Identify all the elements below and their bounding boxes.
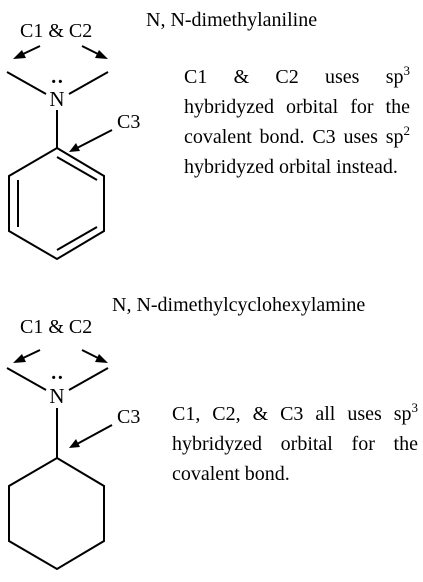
molecule-2-bond-c2-n bbox=[68, 367, 109, 391]
molecule-2-arrow-c2 bbox=[81, 349, 108, 363]
molecule-1-name: N, N-dimethylaniline bbox=[146, 9, 317, 31]
molecule-1-arrow-c3 bbox=[69, 129, 113, 152]
molecule-2: N, N-dimethylcyclohexylamine C1 & C2 ·· … bbox=[6, 294, 365, 571]
molecule-2-name: N, N-dimethylcyclohexylamine bbox=[112, 294, 365, 316]
molecule-1: N, N-dimethylaniline C1 & C2 ·· N C3 bbox=[6, 9, 317, 261]
molecule-1-description-sup-2: 2 bbox=[403, 123, 411, 138]
molecule-1-lone-pair: ·· bbox=[50, 71, 63, 93]
molecule-2-description-sup-1: 3 bbox=[411, 400, 419, 415]
molecule-2-carbon-pair-label: C1 & C2 bbox=[20, 316, 92, 338]
molecule-1-arrow-c1 bbox=[13, 45, 41, 59]
molecule-2-carbon3-label: C3 bbox=[117, 406, 140, 428]
molecule-2-bond-c1-n bbox=[6, 367, 47, 391]
molecule-2-arrow-c3 bbox=[69, 424, 113, 448]
molecule-1-bond-c2-n bbox=[68, 71, 109, 95]
molecule-2-nitrogen: N bbox=[49, 384, 64, 408]
molecule-2-lone-pair: ·· bbox=[50, 367, 63, 389]
molecule-2-description-part-1: C1, C2, & C3 all uses sp bbox=[172, 403, 412, 425]
molecule-2-cyclohexane-ring bbox=[8, 456, 105, 571]
molecule-2-description-part-2: hybridyzed orbital for the covalent bond… bbox=[172, 433, 418, 485]
molecule-1-description-part-2: hybridyzed orbital for the covalent bond… bbox=[184, 96, 410, 148]
molecule-2-description: C1, C2, & C3 all uses sp3 hybridyzed orb… bbox=[172, 399, 418, 489]
molecule-1-description-part-3: hybridyzed orbital instead. bbox=[184, 156, 398, 178]
molecule-1-carbon3-label: C3 bbox=[117, 111, 140, 133]
molecule-2-arrow-c1 bbox=[13, 349, 41, 363]
molecule-1-arrow-c2 bbox=[81, 45, 108, 59]
molecule-1-description: C1 & C2 uses sp3 hybridyzed orbital for … bbox=[184, 62, 410, 182]
molecule-1-benzene-ring bbox=[8, 146, 105, 261]
molecule-1-bond-c1-n bbox=[6, 71, 47, 95]
molecule-1-nitrogen: N bbox=[49, 87, 64, 111]
molecule-1-description-part-1: C1 & C2 uses sp bbox=[184, 66, 404, 88]
molecule-1-description-sup-1: 3 bbox=[403, 63, 411, 78]
molecule-1-carbon-pair-label: C1 & C2 bbox=[20, 20, 92, 42]
